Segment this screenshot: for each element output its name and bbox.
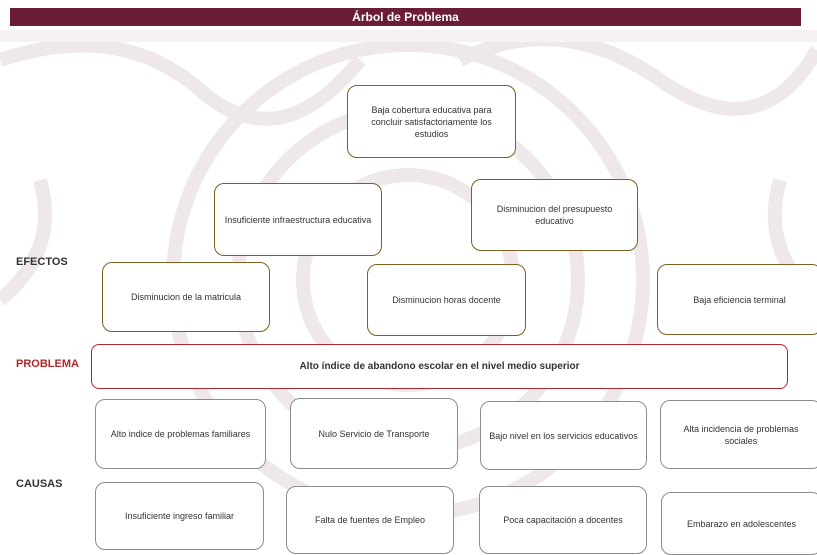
cause-pregnancy: Embarazo en adolescentes — [661, 492, 817, 555]
effect-terminal-efficiency-text: Baja eficiencia terminal — [693, 294, 786, 305]
central-problem-text: Alto índice de abandono escolar en el ni… — [299, 361, 580, 372]
effect-infrastructure-text: Insuficiente infraestructura educativa — [224, 214, 372, 225]
cause-services-text: Bajo nivel en los servicios educativos — [489, 430, 638, 441]
cause-family-problems: Alto indice de problemas familiares — [95, 399, 266, 469]
effect-infrastructure: Insuficiente infraestructura educativa — [214, 183, 382, 256]
effect-teacher-hours-text: Disminucion horas docente — [392, 295, 501, 305]
problem-label: PROBLEMA — [16, 358, 79, 370]
cause-teacher-training-text: Poca capacitación a docentes — [503, 515, 623, 525]
effect-enrollment-text: Disminucion de la matricula — [130, 292, 242, 302]
effect-low-coverage: Baja cobertura educativa para concluir s… — [347, 85, 516, 158]
cause-social-problems: Alta incidencia de problemas sociales — [660, 400, 817, 469]
effect-enrollment: Disminucion de la matricula — [102, 262, 270, 332]
cause-services: Bajo nivel en los servicios educativos — [480, 401, 647, 470]
cause-employment-text: Falta de fuentes de Empleo — [314, 515, 426, 525]
cause-family-problems-text: Alto indice de problemas familiares — [110, 429, 251, 439]
central-problem: Alto índice de abandono escolar en el ni… — [91, 344, 788, 389]
cause-employment: Falta de fuentes de Empleo — [286, 486, 454, 554]
cause-transport: Nulo Servicio de Transporte — [290, 398, 458, 469]
effects-label: EFECTOS — [16, 256, 68, 268]
diagram-title: Árbol de Problema — [10, 8, 801, 26]
effect-budget: Disminucion del presupuesto educativo — [471, 179, 638, 251]
cause-teacher-training: Poca capacitación a docentes — [479, 486, 647, 554]
cause-family-income-text: Insuficiente ingreso familiar — [124, 511, 235, 521]
effect-low-coverage-text: Baja cobertura educativa para concluir s… — [371, 104, 492, 139]
effect-budget-text: Disminucion del presupuesto educativo — [496, 204, 613, 226]
cause-social-problems-text: Alta incidencia de problemas sociales — [683, 423, 799, 446]
effect-teacher-hours: Disminucion horas docente — [367, 264, 526, 336]
cause-transport-text: Nulo Servicio de Transporte — [318, 428, 430, 439]
causes-label: CAUSAS — [16, 478, 63, 490]
effect-terminal-efficiency: Baja eficiencia terminal — [657, 264, 817, 335]
cause-pregnancy-text: Embarazo en adolescentes — [686, 518, 797, 529]
cause-family-income: Insuficiente ingreso familiar — [95, 482, 264, 550]
